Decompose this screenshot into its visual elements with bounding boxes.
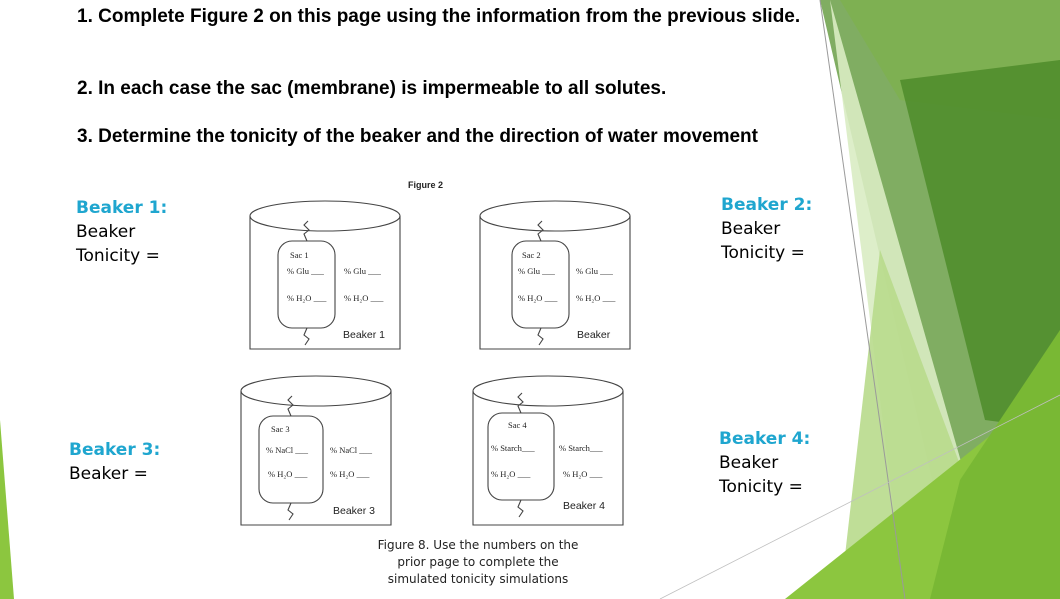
beaker-1-label-group: Beaker 1: Beaker Tonicity = <box>76 196 167 268</box>
beaker-3-figure-label: Beaker 3 <box>333 505 376 517</box>
beaker-3-drawing <box>240 375 392 526</box>
instruction-1: 1. Complete Figure 2 on this page using … <box>77 6 801 27</box>
sac-3-water: % H₂O ___ <box>268 469 308 479</box>
beaker-1-figure-label: Beaker 1 <box>343 329 386 341</box>
sac-3-label: Sac 3 <box>271 424 290 434</box>
beaker-1-rim <box>249 200 401 232</box>
sac-3-outline <box>258 415 324 504</box>
sac-2-water: % H₂O ___ <box>518 293 558 303</box>
beaker-1-drawing <box>249 200 401 350</box>
deco-shape-mid <box>900 60 1060 430</box>
sac-3-tie-top <box>287 395 294 417</box>
sac-3-solute: % NaCl ___ <box>266 445 309 455</box>
deco-line <box>659 394 1060 599</box>
beaker-3-line1: Beaker = <box>69 464 148 484</box>
beaker-2-rim <box>479 200 631 232</box>
beaker-2-body <box>479 216 631 350</box>
deco-shape-left <box>0 420 14 599</box>
beaker-4-water: % H₂O ___ <box>563 469 603 479</box>
sac-2-tie-bottom <box>537 327 544 346</box>
beaker-1-solute: % Glu ___ <box>344 266 381 276</box>
sac-4-water: % H₂O ___ <box>491 469 531 479</box>
beaker-4-drawing <box>472 375 624 526</box>
beaker-1-line1: Beaker <box>76 222 136 242</box>
beaker-1-body <box>249 216 401 350</box>
beaker-3-title: Beaker 3: <box>69 440 161 460</box>
beaker-4-label-group: Beaker 4: Beaker Tonicity = <box>719 427 810 499</box>
sac-1-solute: % Glu ___ <box>287 266 324 276</box>
beaker-2-water: % H₂O ___ <box>576 293 616 303</box>
figure-drawing <box>240 200 631 526</box>
sac-2-tie-top <box>537 220 544 242</box>
sac-1-label: Sac 1 <box>290 250 309 260</box>
sac-3-tie-bottom <box>287 502 294 521</box>
deco-line <box>819 0 906 599</box>
deco-shape-bright <box>930 330 1060 599</box>
figure-caption: Figure 8. Use the numbers on the prior p… <box>377 538 579 586</box>
sac-4-tie-top <box>517 392 524 414</box>
beaker-4-rim <box>472 375 624 407</box>
beaker-4-body <box>472 391 624 526</box>
figure-2: Figure 2 Sac 1 % Glu ___ % H₂O ___ % Glu… <box>238 176 638 532</box>
sac-4-tie-bottom <box>517 499 524 518</box>
sac-1-water: % H₂O ___ <box>287 293 327 303</box>
beaker-4-solute: % Starch___ <box>559 443 603 453</box>
beaker-2-title: Beaker 2: <box>721 195 813 215</box>
sac-4-solute: % Starch___ <box>491 443 535 453</box>
beaker-1-title: Beaker 1: <box>76 198 168 218</box>
sac-2-label: Sac 2 <box>522 250 541 260</box>
beaker-3-body <box>240 391 392 526</box>
beaker-2-label-group: Beaker 2: Beaker Tonicity = <box>721 193 812 265</box>
beaker-4-title: Beaker 4: <box>719 429 811 449</box>
sac-2-solute: % Glu ___ <box>518 266 555 276</box>
beaker-2-figure-label: Beaker <box>577 329 611 341</box>
beaker-2-drawing <box>479 200 631 350</box>
beaker-1-line2: Tonicity = <box>76 246 160 266</box>
sac-1-tie-bottom <box>303 327 310 346</box>
beaker-4-figure-label: Beaker 4 <box>563 500 606 512</box>
beaker-2-line2: Tonicity = <box>721 243 805 263</box>
beaker-4-line1: Beaker <box>719 453 779 473</box>
beaker-1-water: % H₂O ___ <box>344 293 384 303</box>
instruction-3: 3. Determine the tonicity of the beaker … <box>77 126 758 147</box>
beaker-2-solute: % Glu ___ <box>576 266 613 276</box>
sac-1-tie-top <box>303 220 310 242</box>
instruction-2: 2. In each case the sac (membrane) is im… <box>77 78 667 99</box>
beaker-4-line2: Tonicity = <box>719 477 803 497</box>
beaker-3-solute: % NaCl ___ <box>330 445 373 455</box>
figure-title: Figure 2 <box>408 180 444 190</box>
beaker-3-rim <box>240 375 392 407</box>
beaker-3-water: % H₂O ___ <box>330 469 370 479</box>
sac-4-label: Sac 4 <box>508 420 527 430</box>
deco-shape-light <box>830 0 1000 599</box>
beaker-3-label-group: Beaker 3: Beaker = <box>69 438 160 486</box>
beaker-2-line1: Beaker <box>721 219 781 239</box>
